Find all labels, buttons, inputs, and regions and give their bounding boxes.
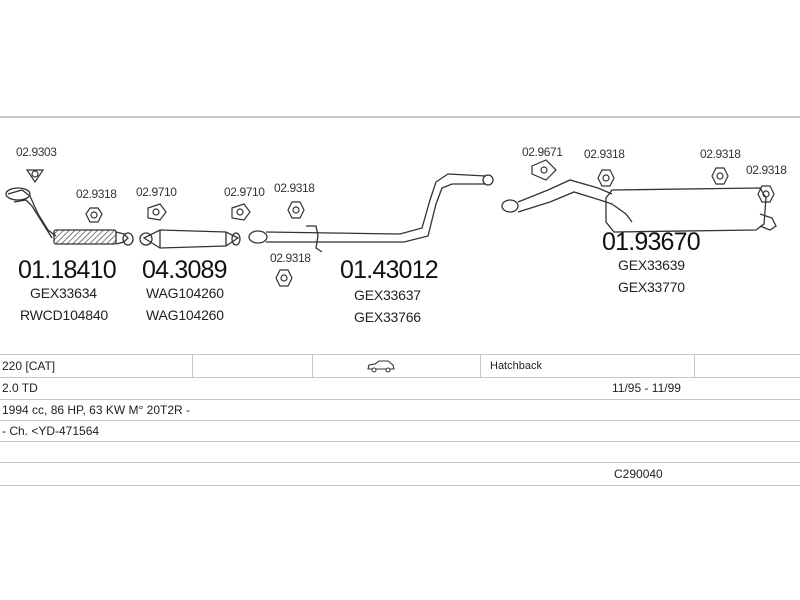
table-row-engine: 2.0 TD 11/95 - 11/99 — [0, 377, 800, 400]
assembly-number: 01.93670 — [602, 228, 701, 256]
front-flange — [5, 187, 31, 201]
gasket-icon — [231, 203, 251, 221]
chassis-text: - Ch. <YD-471564 — [2, 424, 100, 438]
exhaust-diagram: 02.9303 02.9318 02.9710 02.9710 02.9318 … — [0, 118, 800, 354]
part-code: 02.9318 — [76, 187, 117, 201]
years-text: 11/95 - 11/99 — [612, 381, 681, 395]
part-code: 02.9318 — [746, 163, 787, 177]
table-row-model: 220 [CAT] Hatchback — [0, 354, 800, 378]
part-code: 02.9318 — [270, 251, 311, 265]
part-code: 02.9318 — [700, 147, 741, 161]
flex-section — [53, 229, 117, 245]
front-clamp — [122, 232, 134, 246]
model-text: 220 [CAT] — [2, 359, 56, 373]
assembly-ref: GEX33766 — [354, 309, 421, 325]
table-row-spec: 1994 cc, 86 HP, 63 KW M° 20T2R - — [0, 400, 800, 421]
body-type: Hatchback — [490, 360, 542, 372]
table-row-empty — [0, 442, 800, 463]
assembly-number: 01.43012 — [340, 256, 439, 284]
rear-silencer — [605, 187, 767, 233]
assembly-ref: GEX33639 — [618, 257, 685, 273]
rear-pipe — [517, 179, 613, 213]
assembly-ref: RWCD104840 — [20, 307, 109, 323]
gasket-icon — [25, 169, 45, 184]
hanger-icon — [711, 167, 729, 185]
part-code: 02.9671 — [522, 145, 563, 159]
engine-text: 2.0 TD — [2, 381, 38, 395]
assembly-ref: GEX33637 — [354, 287, 421, 303]
catalog-code: C290040 — [614, 467, 663, 481]
hanger-icon — [287, 201, 305, 219]
assembly-ref: GEX33634 — [30, 285, 97, 301]
hanger-icon — [275, 269, 293, 287]
part-code: 02.9303 — [16, 145, 57, 159]
part-code: 02.9710 — [136, 185, 177, 199]
car-icon — [366, 355, 396, 377]
catalytic-converter — [142, 229, 240, 249]
part-code: 02.9318 — [584, 147, 625, 161]
hanger-icon — [597, 169, 615, 187]
spec-text: 1994 cc, 86 HP, 63 KW M° 20T2R - — [2, 403, 190, 417]
exhaust-drawing — [5, 159, 777, 287]
assembly-number: 01.18410 — [18, 256, 117, 284]
hanger-icon — [757, 185, 775, 203]
gasket-icon — [147, 203, 167, 221]
table-row-code: C290040 — [0, 463, 800, 486]
assembly-ref: WAG104260 — [146, 307, 224, 323]
hanger-icon — [85, 207, 103, 223]
table-row-chassis: - Ch. <YD-471564 — [0, 421, 800, 442]
assembly-ref: WAG104260 — [146, 285, 224, 301]
gasket-icon — [531, 159, 557, 181]
part-code: 02.9710 — [224, 185, 265, 199]
assembly-ref: GEX33770 — [618, 279, 685, 295]
part-code: 02.9318 — [274, 181, 315, 195]
middle-pipe — [265, 173, 487, 243]
assembly-number: 04.3089 — [142, 256, 228, 284]
front-pipe — [7, 189, 57, 237]
top-divider — [0, 116, 800, 118]
